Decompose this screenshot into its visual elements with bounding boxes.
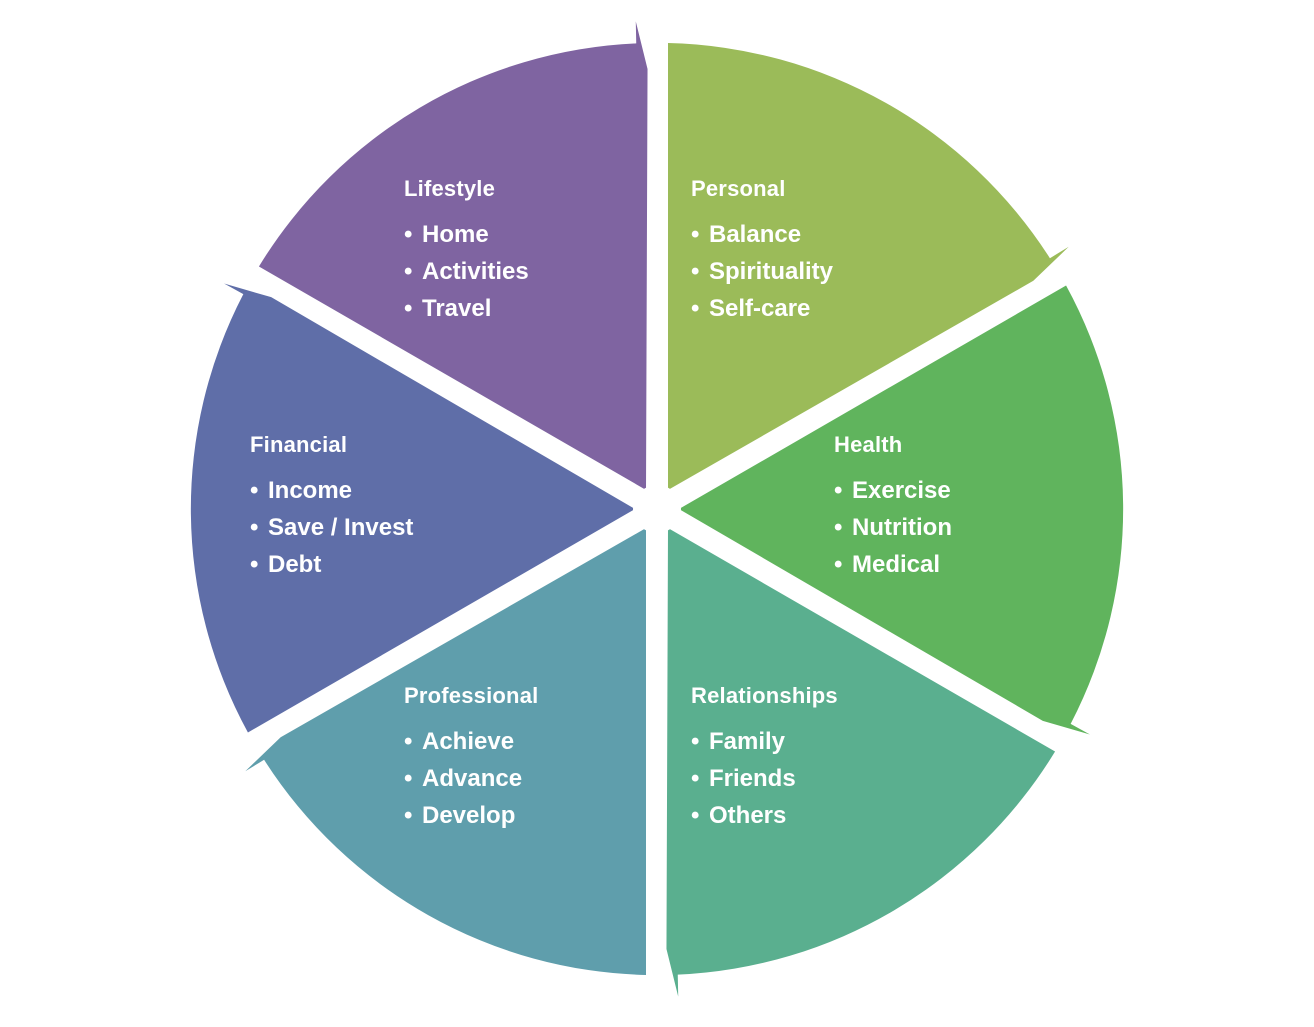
segment-professional-label: Professional •Achieve •Advance •Develop: [404, 683, 538, 834]
bullet-icon: •: [691, 295, 700, 322]
list-item: •Achieve: [404, 723, 538, 760]
bullet-icon: •: [404, 295, 413, 322]
segment-personal: [667, 43, 1069, 491]
segment-title: Relationships: [691, 683, 838, 708]
list-item: •Exercise: [834, 472, 952, 509]
bullet-icon: •: [250, 477, 259, 504]
bullet-icon: •: [834, 551, 843, 578]
list-item: •Income: [250, 472, 413, 509]
bullet-icon: •: [691, 221, 700, 248]
segment-financial: [190, 283, 636, 733]
bullet-icon: •: [691, 728, 700, 755]
list-item: •Spirituality: [691, 253, 833, 290]
list-item: •Nutrition: [834, 509, 952, 546]
list-item: •Home: [404, 216, 529, 253]
bullet-icon: •: [691, 765, 700, 792]
list-item: •Family: [691, 723, 838, 760]
bullet-icon: •: [404, 258, 413, 285]
bullet-icon: •: [834, 514, 843, 541]
segment-title: Financial: [250, 432, 348, 457]
list-item: •Medical: [834, 546, 952, 583]
list-item: •Balance: [691, 216, 833, 253]
segment-health: [678, 285, 1124, 735]
bullet-icon: •: [691, 802, 700, 829]
list-item: •Advance: [404, 760, 538, 797]
segment-title: Health: [834, 432, 903, 457]
bullet-icon: •: [404, 221, 413, 248]
list-item: •Save / Invest: [250, 509, 413, 546]
bullet-icon: •: [834, 477, 843, 504]
bullet-icon: •: [404, 765, 413, 792]
segment-relationships: [666, 527, 1056, 997]
segment-relationships-label: Relationships •Family •Friends •Others: [691, 683, 838, 834]
center-hub: [633, 485, 681, 533]
list-item: •Friends: [691, 760, 838, 797]
segment-professional: [245, 527, 647, 975]
bullet-icon: •: [250, 514, 259, 541]
segment-title: Professional: [404, 683, 539, 708]
list-item: •Activities: [404, 253, 529, 290]
bullet-icon: •: [691, 258, 700, 285]
segment-title: Lifestyle: [404, 176, 496, 201]
bullet-icon: •: [404, 802, 413, 829]
segment-lifestyle: [258, 21, 648, 491]
list-item: •Develop: [404, 797, 538, 834]
segment-personal-label: Personal •Balance •Spirituality •Self-ca…: [691, 176, 833, 327]
list-item: •Self-care: [691, 290, 833, 327]
segment-title: Personal: [691, 176, 786, 201]
segment-lifestyle-label: Lifestyle •Home •Activities •Travel: [404, 176, 529, 327]
bullet-icon: •: [404, 728, 413, 755]
list-item: •Travel: [404, 290, 529, 327]
list-item: •Others: [691, 797, 838, 834]
segment-health-label: Health •Exercise •Nutrition •Medical: [834, 432, 952, 583]
bullet-icon: •: [250, 551, 259, 578]
segment-financial-label: Financial •Income •Save / Invest •Debt: [250, 432, 413, 583]
list-item: •Debt: [250, 546, 413, 583]
